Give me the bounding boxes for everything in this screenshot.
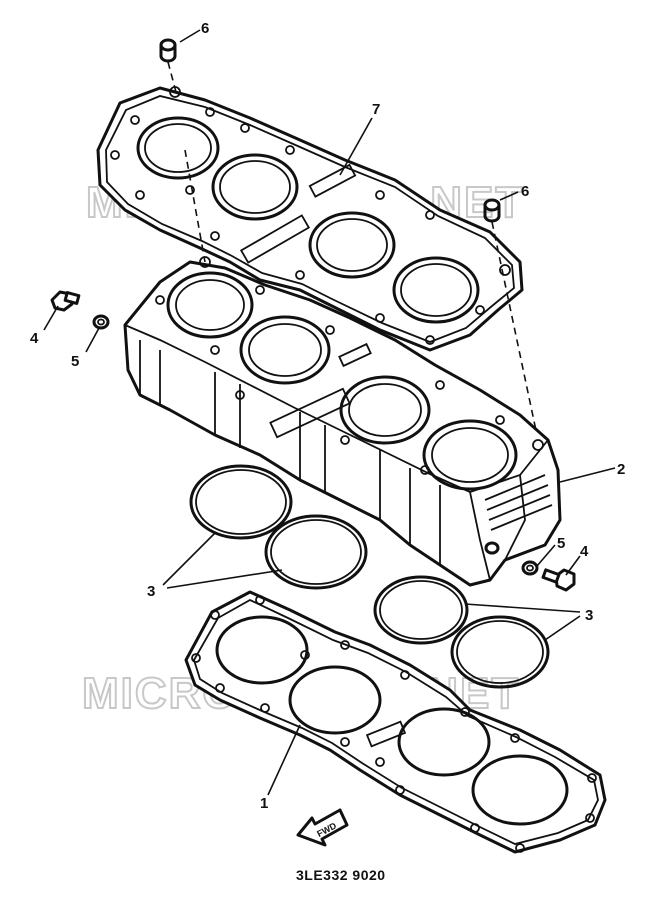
callout-4-right: 4 (580, 543, 589, 560)
callout-3-right: 3 (585, 607, 593, 624)
callout-6-top: 6 (201, 20, 209, 37)
bolt-right (541, 568, 576, 592)
callout-5-right: 5 (557, 535, 565, 552)
washer-left (92, 314, 110, 330)
cylinder-block (123, 256, 562, 587)
dowel-pin-right (483, 198, 501, 223)
o-rings (189, 464, 550, 689)
callout-7: 7 (372, 101, 380, 118)
cylinder-head-gasket-top (96, 86, 524, 352)
bolt-left (50, 290, 81, 312)
callout-5-left: 5 (71, 353, 79, 370)
callout-3-left: 3 (147, 583, 155, 600)
dowel-pin-top (159, 38, 177, 63)
washer-right (521, 560, 539, 576)
callout-6-right: 6 (521, 183, 529, 200)
cylinder-base-gasket (184, 590, 607, 854)
drawing-code: 3LE332 9020 (296, 867, 386, 883)
stud-right (484, 541, 500, 555)
forward-arrow-icon: FWD (296, 808, 349, 847)
callout-4-left: 4 (30, 330, 39, 347)
callout-2: 2 (617, 461, 625, 478)
callout-1: 1 (260, 795, 268, 812)
